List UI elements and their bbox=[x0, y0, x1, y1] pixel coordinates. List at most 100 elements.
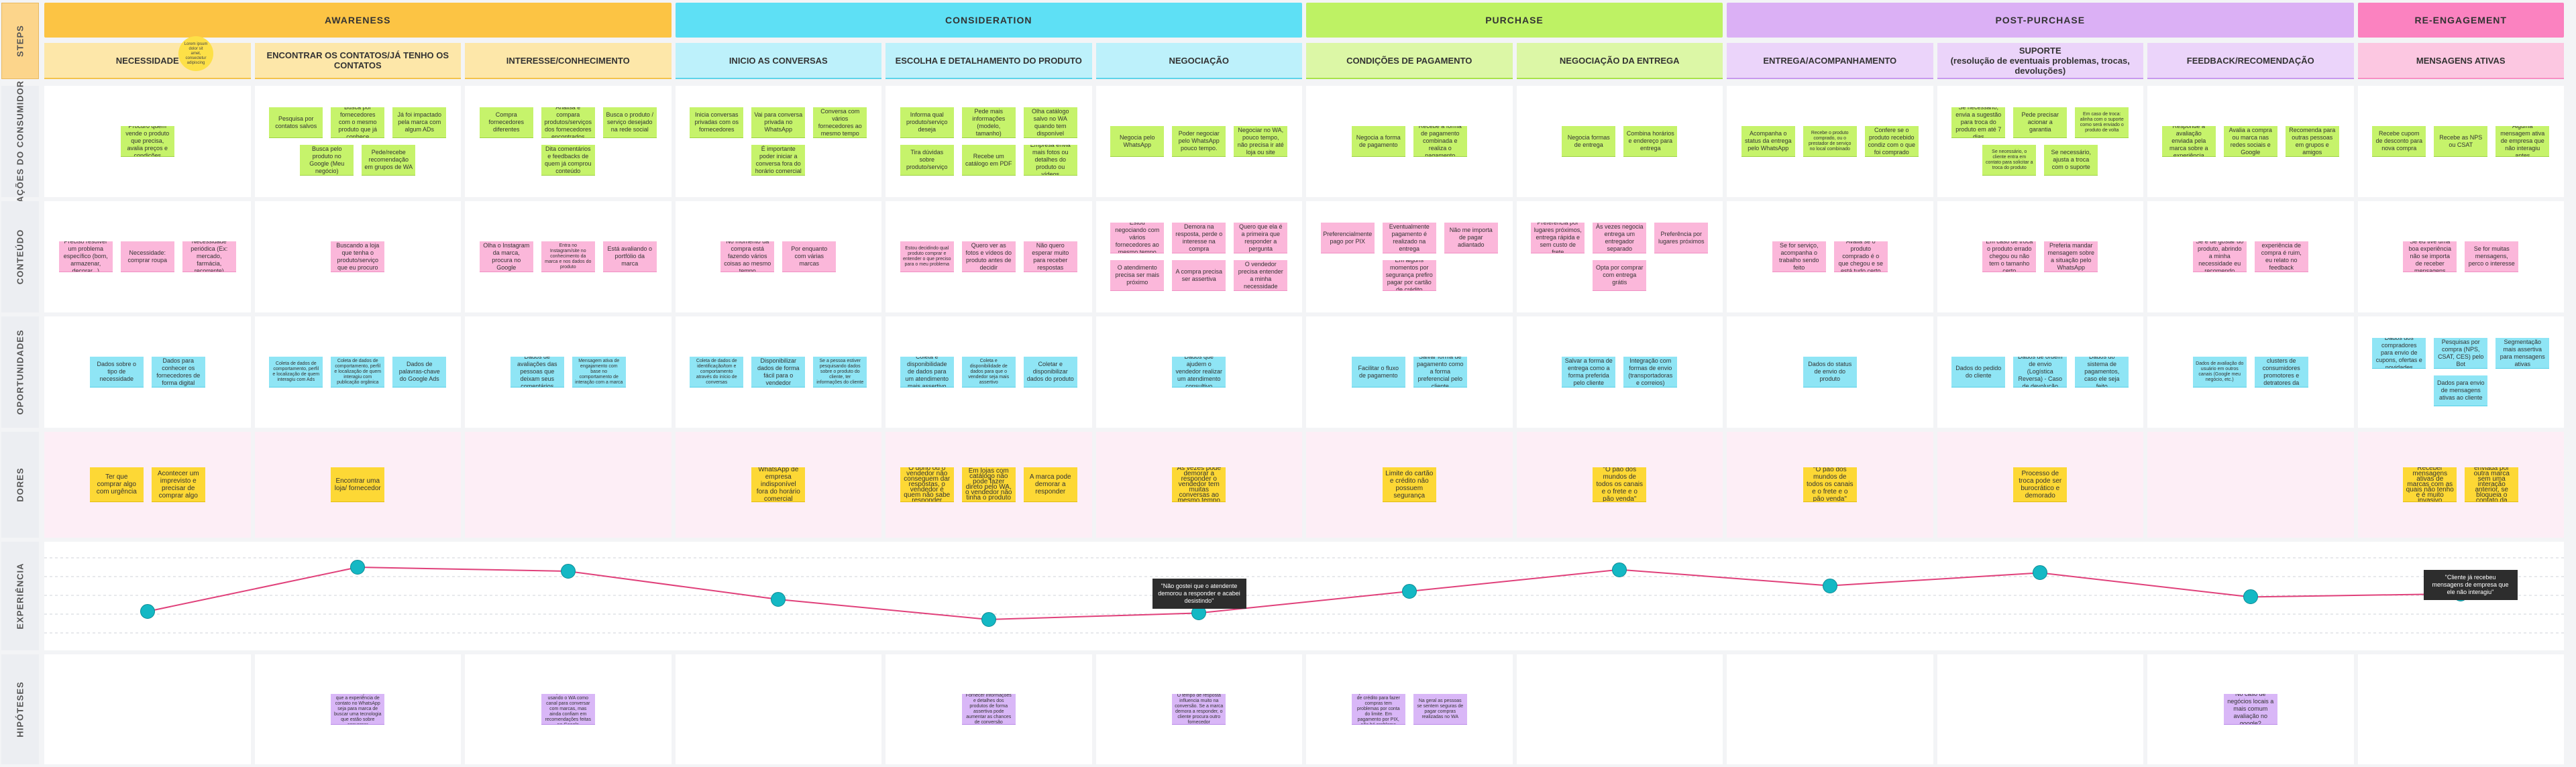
row-label-text-hipoteses: HIPÓTESES bbox=[15, 681, 25, 738]
phase-header-0: AWARENESS bbox=[44, 3, 672, 38]
note-dores-3-0: WhatsApp de empresa indisponível fora do… bbox=[751, 467, 806, 502]
note-acoes-8-1: Recebe o produto comprado, ou o prestado… bbox=[1803, 126, 1857, 157]
note-oportunidades-2-1: Mensagem ativa de engajamento com base n… bbox=[572, 357, 626, 388]
note-acoes-2-0: Compra fornecedores diferentes bbox=[479, 107, 533, 138]
phase-header-2: PURCHASE bbox=[1306, 3, 1723, 38]
note-conteudo-11-0: Se eu tive uma boa experiência não se im… bbox=[2403, 241, 2457, 272]
note-conteudo-4-2: Não quero esperar muito para receber res… bbox=[1023, 241, 1077, 272]
experience-point-7 bbox=[1612, 562, 1627, 577]
stage-header-4: ESCOLHA E DETALHAMENTO DO PRODUTO bbox=[885, 43, 1092, 79]
note-dores-0-0: Ter que comprar algo com urgência bbox=[89, 467, 144, 502]
cell-conteudo-6 bbox=[1306, 201, 1513, 312]
note-oportunidades-0-1: Dados para conhecer os fornecedores de f… bbox=[151, 357, 205, 388]
note-conteudo-5-3: O atendimento precisa ser mais próximo bbox=[1110, 260, 1165, 291]
cell-dores-11 bbox=[2357, 432, 2564, 538]
note-acoes-2-2: Busca o produto / serviço desejado na re… bbox=[602, 107, 657, 138]
note-conteudo-10-0: Se é de gostar do produto, abrindo a min… bbox=[2192, 241, 2247, 272]
note-oportunidades-3-1: Disponibilizar dados de forma fácil para… bbox=[751, 357, 806, 388]
cell-oportunidades-2 bbox=[465, 316, 672, 428]
note-acoes-3-1: Vai para conversa privada no WhatsApp bbox=[751, 107, 806, 138]
note-acoes-10-2: Recomenda para outras pessoas em grupos … bbox=[2285, 126, 2339, 157]
note-hipoteses-6-0: Quem só usa cartão de crédito para fazer… bbox=[1351, 694, 1405, 725]
note-oportunidades-6-0: Facilitar o fluxo de pagamento bbox=[1351, 357, 1405, 388]
row-label-text-experiencia: EXPERIÊNCIA bbox=[15, 563, 25, 630]
note-conteudo-4-1: Quero ver as fotos e vídeos do produto a… bbox=[961, 241, 1016, 272]
cell-dores-10 bbox=[2147, 432, 2354, 538]
note-acoes-11-1: Recebe as NPS ou CSAT bbox=[2434, 126, 2488, 157]
cell-hipoteses-7 bbox=[1516, 654, 1723, 764]
note-acoes-9-3: Se necessário, o cliente entra em contat… bbox=[1982, 145, 2037, 176]
cell-conteudo-11 bbox=[2357, 201, 2564, 312]
cell-acoes-1 bbox=[254, 86, 461, 197]
cell-conteudo-5 bbox=[1095, 201, 1302, 312]
note-conteudo-5-2: Quero que ela é a primeira que responder… bbox=[1234, 223, 1288, 253]
note-oportunidades-11-3: Dados para envio de mensagens ativas ao … bbox=[2434, 375, 2488, 406]
cell-acoes-2 bbox=[465, 86, 672, 197]
row-label-acoes: AÇÕES DO CONSUMIDOR bbox=[1, 80, 39, 202]
note-oportunidades-11-0: Dados dos compradores para envio de cupo… bbox=[2372, 338, 2426, 369]
note-oportunidades-1-2: Dados de palavras-chave do Google Ads bbox=[392, 357, 447, 388]
stage-header-5: NEGOCIAÇÃO bbox=[1095, 43, 1302, 79]
experience-point-0 bbox=[140, 604, 155, 619]
note-acoes-9-1: Pede precisar acionar a garantia bbox=[2013, 107, 2068, 138]
note-dores-0-1: Acontecer um imprevisto e precisar de co… bbox=[151, 467, 205, 502]
sticker-note-1: Lorem ipsum dolor sit amet, consectetur … bbox=[178, 36, 213, 71]
stage-header-7: NEGOCIAÇÃO DA ENTREGA bbox=[1516, 43, 1723, 79]
cell-hipoteses-3 bbox=[675, 654, 881, 764]
note-conteudo-6-3: Em alguns momentos por segurança prefiro… bbox=[1382, 260, 1436, 291]
note-acoes-7-0: Negocia formas de entrega bbox=[1562, 126, 1616, 157]
experience-point-9 bbox=[2033, 565, 2048, 581]
note-conteudo-7-0: Preferência por lugares próximos, entreg… bbox=[1531, 223, 1585, 253]
note-acoes-5-1: Poder negociar pelo WhatsApp pouco tempo… bbox=[1172, 126, 1226, 157]
note-oportunidades-7-1: Integração com formas de envio (transpor… bbox=[1623, 357, 1678, 388]
note-oportunidades-2-0: Dados de avaliações das pessoas que deix… bbox=[510, 357, 564, 388]
note-acoes-2-1: Analisa e compara produtos/serviços dos … bbox=[541, 107, 595, 138]
note-dores-5-0: As vezes pode demorar a responder o vend… bbox=[1172, 467, 1226, 502]
experience-point-1 bbox=[350, 560, 366, 575]
row-label-text-dores: DORES bbox=[15, 467, 25, 502]
note-acoes-3-3: É importante poder iniciar a conversa fo… bbox=[751, 145, 806, 176]
note-oportunidades-5-0: Dados que ajudem o vendedor realizar um … bbox=[1172, 357, 1226, 388]
note-acoes-1-1: Busca por fornecedores com o mesmo produ… bbox=[331, 107, 385, 138]
cell-dores-2 bbox=[465, 432, 672, 538]
experience-line bbox=[147, 566, 2461, 621]
note-conteudo-2-0: Olha o Instagram da marca, procura no Go… bbox=[479, 241, 533, 272]
note-acoes-2-3: Dita comentários e feedbacks de quem já … bbox=[541, 145, 595, 176]
note-oportunidades-0-0: Dados sobre o tipo de necessidade bbox=[89, 357, 144, 388]
note-conteudo-3-1: Por enquanto com várias marcas bbox=[782, 241, 837, 272]
experience-point-6 bbox=[1401, 584, 1417, 599]
note-acoes-6-1: Recebe a forma de pagamento combinada e … bbox=[1413, 126, 1467, 157]
note-conteudo-3-0: No momento da compra está fazendo vários… bbox=[720, 241, 775, 272]
note-hipoteses-6-1: Na geral as pessoas se sentem seguras de… bbox=[1413, 694, 1467, 725]
experience-point-3 bbox=[771, 592, 786, 607]
note-acoes-4-1: Pede mais informações (modelo, tamanho) bbox=[961, 107, 1016, 138]
experience-point-10 bbox=[2243, 589, 2258, 605]
note-oportunidades-11-1: Pesquisas por compra (NPS, CSAT, CES) pe… bbox=[2434, 338, 2488, 369]
note-conteudo-5-1: Demora na resposta, perde o interesse na… bbox=[1172, 223, 1226, 253]
note-hipoteses-10-0: No caso de negócios locais a mais comum … bbox=[2223, 694, 2277, 725]
cell-acoes-7 bbox=[1516, 86, 1723, 197]
stage-header-6: CONDIÇÕES DE PAGAMENTO bbox=[1306, 43, 1513, 79]
note-dores-11-0: Receber mensagens ativas de marcas com a… bbox=[2403, 467, 2457, 502]
note-dores-11-1: Se a NPS for enviada por outra marca sem… bbox=[2465, 467, 2519, 502]
cell-oportunidades-10 bbox=[2147, 316, 2354, 428]
steps-row-label: STEPS bbox=[1, 3, 39, 79]
note-conteudo-6-2: Não me importa de pagar adiantado bbox=[1444, 223, 1498, 253]
note-dores-4-1: Em lojas com catálogo não pode fazer dir… bbox=[961, 467, 1016, 502]
cell-oportunidades-6 bbox=[1306, 316, 1513, 428]
note-conteudo-11-1: Se for muitas mensagens, perco o interes… bbox=[2465, 241, 2519, 272]
cell-hipoteses-9 bbox=[1937, 654, 2143, 764]
cell-hipoteses-8 bbox=[1727, 654, 1933, 764]
note-conteudo-7-3: Opta por comprar com entrega grátis bbox=[1593, 260, 1647, 291]
phase-header-4: RE-ENGAGEMENT bbox=[2357, 3, 2564, 38]
note-oportunidades-8-0: Dados do status de envio do produto bbox=[1803, 357, 1857, 388]
row-label-conteudo: CONTEÚDO bbox=[1, 201, 39, 312]
note-conteudo-7-2: Preferência por lugares próximos bbox=[1654, 223, 1709, 253]
note-acoes-4-2: Olha catálogo salvo no WA quando tem dis… bbox=[1023, 107, 1077, 138]
row-label-oportunidades: OPORTUNIDADES bbox=[1, 316, 39, 428]
experience-point-8 bbox=[1822, 578, 1837, 593]
note-acoes-11-0: Recebe cupom de desconto para nova compr… bbox=[2372, 126, 2426, 157]
experience-callout-1: "Não gostei que o atendente demorou a re… bbox=[1152, 579, 1246, 609]
note-conteudo-9-0: Em caso de troca o produto errado chegou… bbox=[1982, 241, 2037, 272]
cell-conteudo-10 bbox=[2147, 201, 2354, 312]
